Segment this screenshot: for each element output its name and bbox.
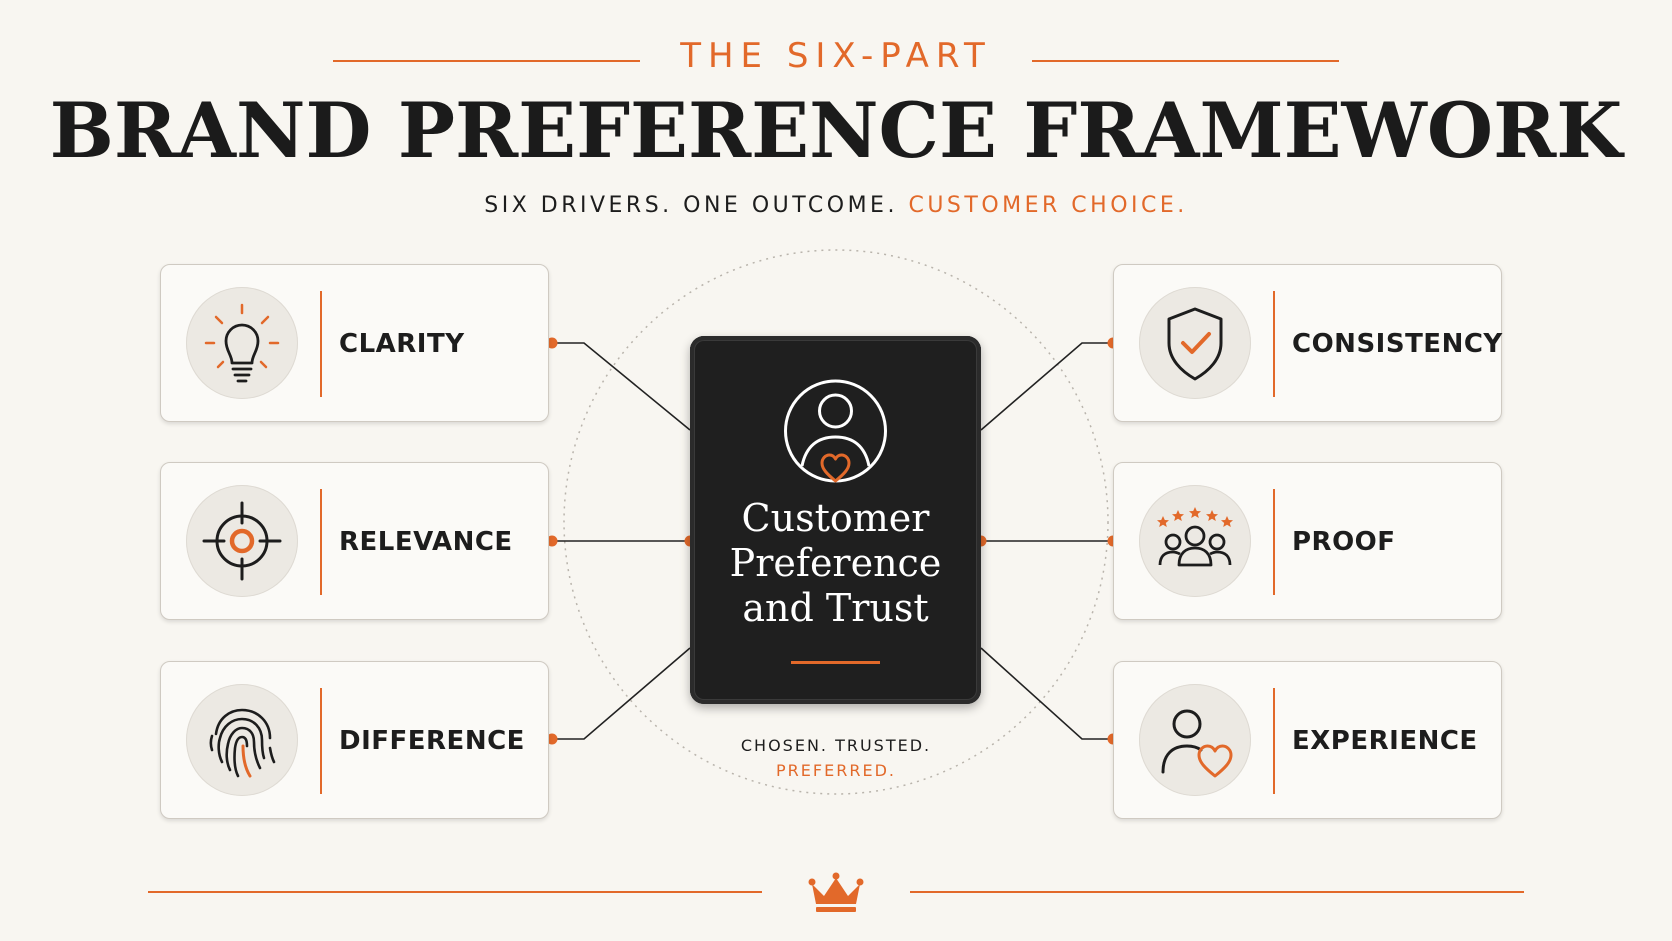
driver-label-proof: PROOF	[1292, 527, 1396, 557]
tagline: SIX DRIVERS. ONE OUTCOME. CUSTOMER CHOIC…	[0, 193, 1672, 218]
footer-rule-left	[148, 891, 762, 893]
driver-label-difference: DIFFERENCE	[339, 726, 525, 756]
footer-rule-right	[910, 891, 1524, 893]
card-divider	[320, 688, 322, 794]
center-title: Customer Preference and Trust	[729, 496, 942, 630]
driver-label-experience: EXPERIENCE	[1292, 726, 1478, 756]
card-divider	[320, 489, 322, 595]
fingerprint-icon	[186, 684, 298, 796]
driver-label-consistency: CONSISTENCY	[1292, 329, 1503, 359]
card-divider	[1273, 688, 1275, 794]
orbit-circle	[563, 249, 1109, 795]
crown-icon	[808, 872, 864, 912]
tagline-main: SIX DRIVERS. ONE OUTCOME.	[484, 193, 898, 218]
target-icon	[186, 485, 298, 597]
center-caption-line2: PREFERRED.	[776, 761, 896, 780]
kicker: THE SIX-PART	[680, 36, 992, 76]
lightbulb-icon	[186, 287, 298, 399]
driver-card-relevance: RELEVANCE	[160, 462, 549, 620]
node-difference	[546, 733, 558, 745]
center-outcome-card: Customer Preference and Trust	[690, 336, 981, 704]
user-heart-icon	[1139, 684, 1251, 796]
card-divider	[320, 291, 322, 397]
connector-difference	[552, 647, 691, 740]
header-rule-right	[1032, 60, 1339, 62]
driver-card-difference: DIFFERENCE	[160, 661, 549, 819]
group-stars-icon	[1139, 485, 1251, 597]
driver-card-proof: PROOF	[1113, 462, 1502, 620]
shield-check-icon	[1139, 287, 1251, 399]
page-title: BRAND PREFERENCE FRAMEWORK	[49, 86, 1623, 175]
driver-card-clarity: CLARITY	[160, 264, 549, 422]
center-accent-rule	[791, 661, 880, 664]
connector-consistency	[980, 342, 1113, 431]
card-divider	[1273, 489, 1275, 595]
person-heart-icon	[784, 379, 887, 483]
card-divider	[1273, 291, 1275, 397]
driver-label-relevance: RELEVANCE	[339, 527, 513, 557]
driver-card-consistency: CONSISTENCY	[1113, 264, 1502, 422]
center-caption-line1: CHOSEN. TRUSTED.	[740, 736, 932, 755]
node-clarity	[546, 337, 558, 349]
driver-label-clarity: CLARITY	[339, 329, 465, 359]
node-relevance	[546, 535, 558, 547]
driver-card-experience: EXPERIENCE	[1113, 661, 1502, 819]
header-rule-left	[333, 60, 640, 62]
connector-clarity	[552, 342, 691, 431]
tagline-accent: CUSTOMER CHOICE.	[908, 193, 1188, 218]
connector-experience	[980, 647, 1113, 740]
